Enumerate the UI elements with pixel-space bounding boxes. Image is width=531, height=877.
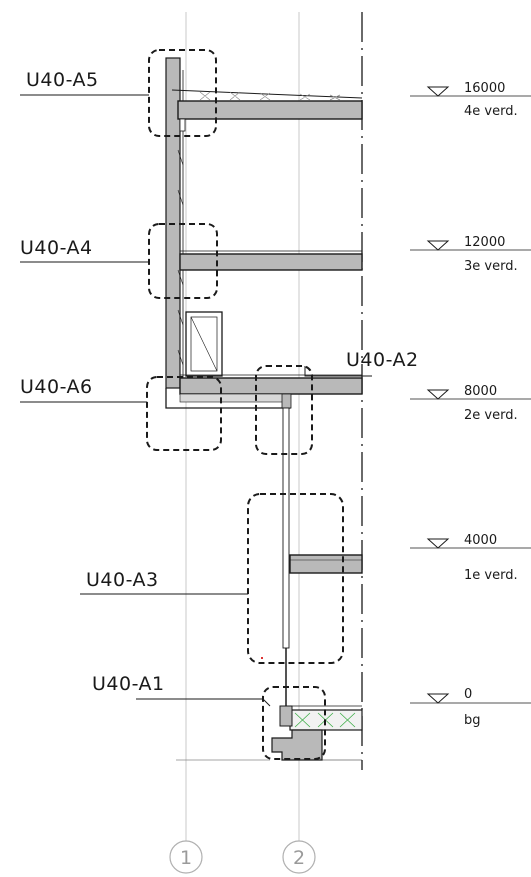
floor-slab-12000 — [179, 250, 363, 271]
callout-box-a1[interactable] — [262, 686, 326, 760]
detail-tag-a4[interactable]: U40-A4 — [20, 237, 93, 259]
detail-tag-a1[interactable]: U40-A1 — [92, 673, 165, 695]
detail-tag-a5[interactable]: U40-A5 — [26, 69, 99, 91]
facade-wall — [165, 57, 184, 389]
callout-box-a6[interactable] — [146, 376, 222, 451]
red-mark — [261, 657, 263, 659]
detail-tag-a6[interactable]: U40-A6 — [20, 376, 93, 398]
level-elevation-4000: 4000 — [464, 533, 497, 548]
leader-a2 — [304, 366, 372, 377]
callout-box-a4[interactable] — [148, 223, 218, 299]
callout-box-a3[interactable] — [247, 493, 344, 664]
floor-slab-4000 — [289, 554, 363, 574]
level-name-1e: 1e verd. — [464, 568, 518, 583]
level-marker-4000: 4000 1e verd. — [410, 533, 531, 583]
roof-slab — [171, 89, 363, 132]
level-name-bg: bg — [464, 713, 481, 728]
floor-slab-8000 — [165, 374, 363, 409]
detail-tag-a2[interactable]: U40-A2 — [346, 349, 419, 371]
level-name-2e: 2e verd. — [464, 408, 518, 423]
detail-tag-a3[interactable]: U40-A3 — [86, 569, 159, 591]
level-elevation-0: 0 — [464, 687, 472, 702]
grid-bubble-1: 1 — [169, 840, 203, 874]
grid-axis-label-2: 2 — [293, 847, 305, 869]
window-frame — [185, 311, 223, 377]
level-marker-16000: 16000 4e verd. — [410, 81, 531, 119]
level-marker-12000: 12000 3e verd. — [410, 235, 531, 274]
level-marker-8000: 8000 2e verd. — [410, 384, 531, 423]
level-elevation-8000: 8000 — [464, 384, 497, 399]
level-marker-0: 0 bg — [410, 687, 531, 728]
level-name-4e: 4e verd. — [464, 104, 518, 119]
callout-box-a2[interactable] — [255, 365, 313, 455]
slender-column — [282, 407, 290, 706]
level-elevation-16000: 16000 — [464, 81, 505, 96]
ground-floor-slab — [176, 705, 363, 761]
level-elevation-12000: 12000 — [464, 235, 505, 250]
callout-box-a5[interactable] — [148, 49, 217, 137]
leader-a1 — [136, 698, 271, 707]
grid-bubble-2: 2 — [282, 840, 316, 874]
level-name-3e: 3e verd. — [464, 259, 518, 274]
grid-axis-label-1: 1 — [180, 847, 192, 869]
